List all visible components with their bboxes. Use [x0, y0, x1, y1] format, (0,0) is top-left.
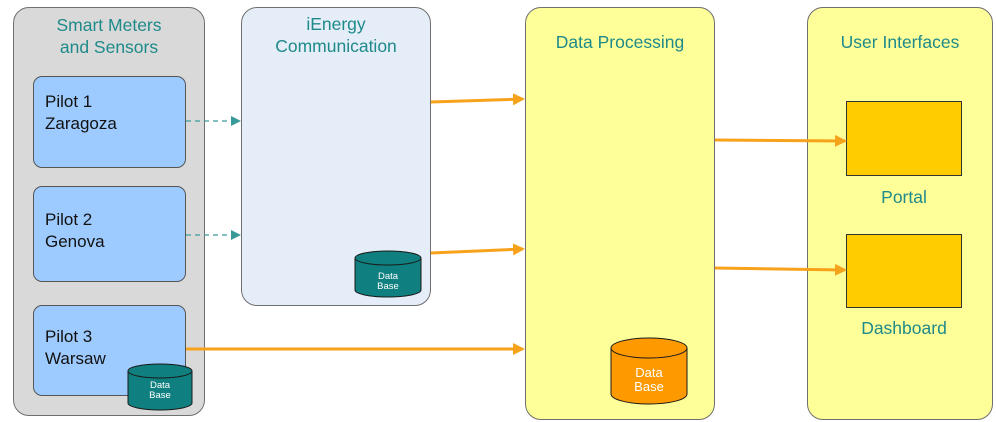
ienergy-title: iEnergy Communication: [242, 13, 430, 57]
ienergy-database-icon: [354, 250, 422, 298]
dashboard-box: [846, 234, 962, 308]
pilot-2-label: Pilot 2: [45, 210, 93, 229]
pilot-3-location: Warsaw: [45, 349, 106, 368]
pilot-2-location: Genova: [45, 232, 105, 251]
user-interfaces-panel: User Interfaces: [807, 7, 993, 420]
ienergy-database-line1: Data: [377, 271, 399, 282]
ienergy-database-label: Data Base: [355, 271, 421, 293]
pilot3-database-label: Data Base: [128, 380, 192, 402]
data-processing-title: Data Processing: [555, 32, 685, 52]
pilot-1-box: Pilot 1 Zaragoza: [33, 76, 186, 168]
ienergy-database-line2: Base: [377, 281, 399, 293]
arrow-ienergy-to-processing-top: [430, 93, 525, 106]
pilot3-database-line1: Data: [149, 380, 171, 391]
processing-database-icon: [610, 337, 688, 405]
smart-meters-title: Smart Meters and Sensors: [14, 14, 204, 58]
pilot-2-box: Pilot 2 Genova: [33, 186, 186, 282]
pilot3-database-line2: Base: [149, 390, 171, 402]
pilot-1-label: Pilot 1: [45, 92, 93, 111]
processing-database-line1: Data: [635, 365, 663, 380]
dashboard-label: Dashboard: [861, 318, 947, 338]
portal-box: [846, 101, 962, 176]
pilot-3-label: Pilot 3: [45, 327, 93, 346]
arrow-processing-to-dashboard: [714, 263, 847, 276]
ienergy-title-line1: iEnergy: [306, 14, 366, 34]
smart-meters-title-line2: and Sensors: [59, 37, 159, 57]
arrow-ienergy-to-processing-bottom: [430, 243, 525, 256]
processing-database-line2: Base: [634, 379, 664, 395]
smart-meters-title-line1: Smart Meters: [56, 15, 162, 35]
processing-database-label: Data Base: [611, 365, 687, 395]
ienergy-communication-panel: iEnergy Communication: [241, 7, 431, 306]
pilot3-database-icon: [127, 363, 193, 411]
user-interfaces-title: User Interfaces: [840, 32, 960, 52]
portal-label: Portal: [881, 187, 927, 207]
pilot-1-location: Zaragoza: [45, 114, 117, 133]
arrow-processing-to-portal: [714, 134, 847, 147]
ienergy-title-line2: Communication: [275, 36, 397, 56]
